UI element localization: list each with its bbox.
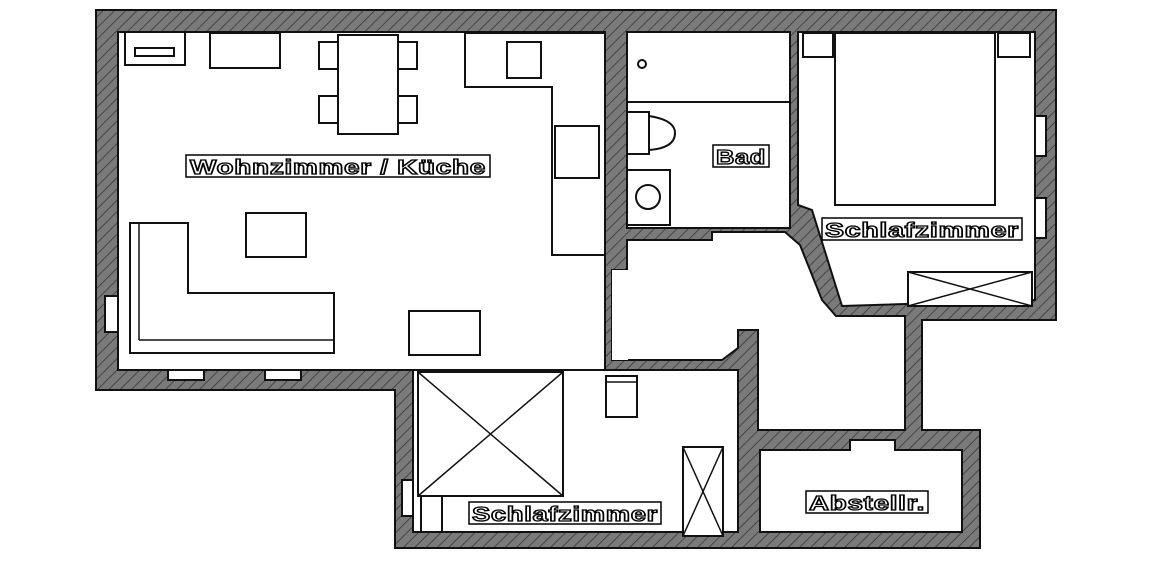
- chair: [397, 95, 418, 124]
- room-label: Wohnzimmer / Küche: [190, 157, 486, 179]
- sink: [554, 125, 600, 179]
- label-bath: Bad: [712, 144, 770, 170]
- window: [167, 369, 205, 381]
- room-label: Bad: [716, 147, 766, 169]
- room-label: Schlafzimmer: [825, 220, 1019, 242]
- toilet-bowl: [648, 114, 677, 152]
- bathtub-drain: [637, 59, 647, 69]
- chair: [397, 41, 418, 70]
- dining-table: [337, 34, 399, 135]
- nightstand: [605, 375, 638, 418]
- stove: [506, 41, 542, 79]
- window: [401, 479, 414, 517]
- sideboard-inner: [134, 47, 175, 57]
- wall-passage: [612, 270, 628, 360]
- sofa: [129, 222, 335, 354]
- window: [264, 369, 302, 381]
- room-storage: [759, 439, 963, 533]
- nightstand: [802, 32, 834, 58]
- armchair: [408, 310, 481, 356]
- wardrobe-cross: [682, 446, 724, 537]
- window: [1034, 115, 1047, 157]
- label-bedroom-1: Schlafzimmer: [821, 217, 1023, 243]
- label-storage: Abstellr.: [805, 490, 929, 516]
- label-living-kitchen: Wohnzimmer / Küche: [185, 154, 491, 180]
- chair: [318, 41, 339, 70]
- room-label: Abstellr.: [809, 493, 925, 515]
- bed: [834, 32, 996, 206]
- coffee-table: [245, 212, 307, 258]
- washbasin: [626, 169, 671, 226]
- bathtub: [626, 31, 791, 103]
- washbasin-bowl: [635, 184, 661, 210]
- window: [104, 295, 119, 333]
- bed-cross: [417, 371, 564, 497]
- wardrobe-cross: [907, 271, 1033, 307]
- room-label: Schlafzimmer: [472, 504, 658, 526]
- cabinet: [209, 32, 281, 69]
- chair: [318, 95, 339, 124]
- nightstand: [420, 495, 443, 533]
- toilet: [626, 111, 650, 155]
- window: [1034, 197, 1047, 239]
- kitchen-counter: [464, 32, 606, 256]
- label-bedroom-2: Schlafzimmer: [468, 501, 662, 527]
- nightstand: [997, 32, 1031, 58]
